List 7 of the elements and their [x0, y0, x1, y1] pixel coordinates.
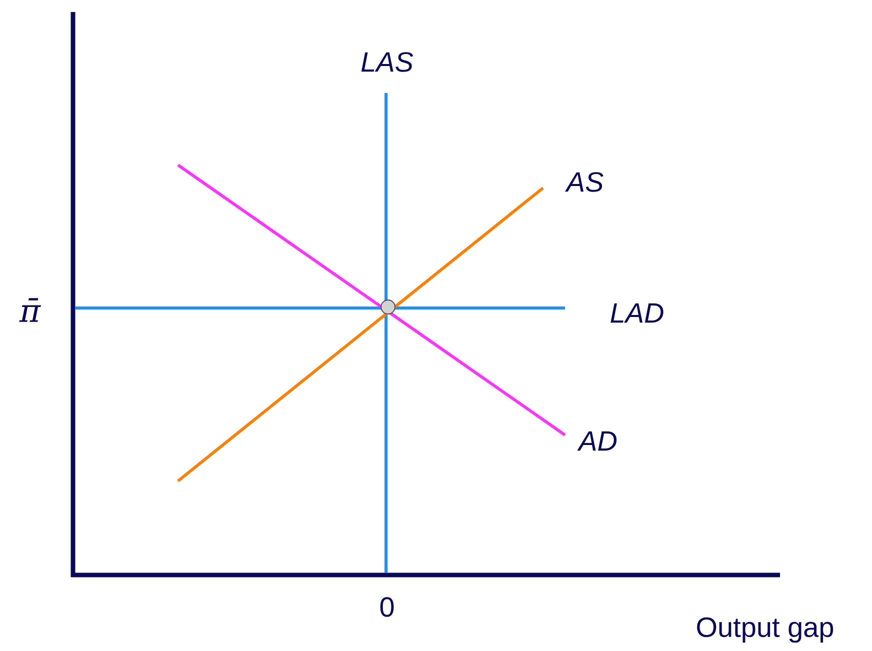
curve-label: LAD: [610, 303, 664, 323]
curve-label: LAS: [361, 52, 414, 72]
tick-label: 0: [380, 597, 394, 617]
axis-title: Output gap: [697, 617, 834, 643]
curve-label: AD: [577, 431, 617, 451]
axis-label: π̄: [19, 298, 41, 322]
curve-label: AS: [564, 172, 604, 192]
